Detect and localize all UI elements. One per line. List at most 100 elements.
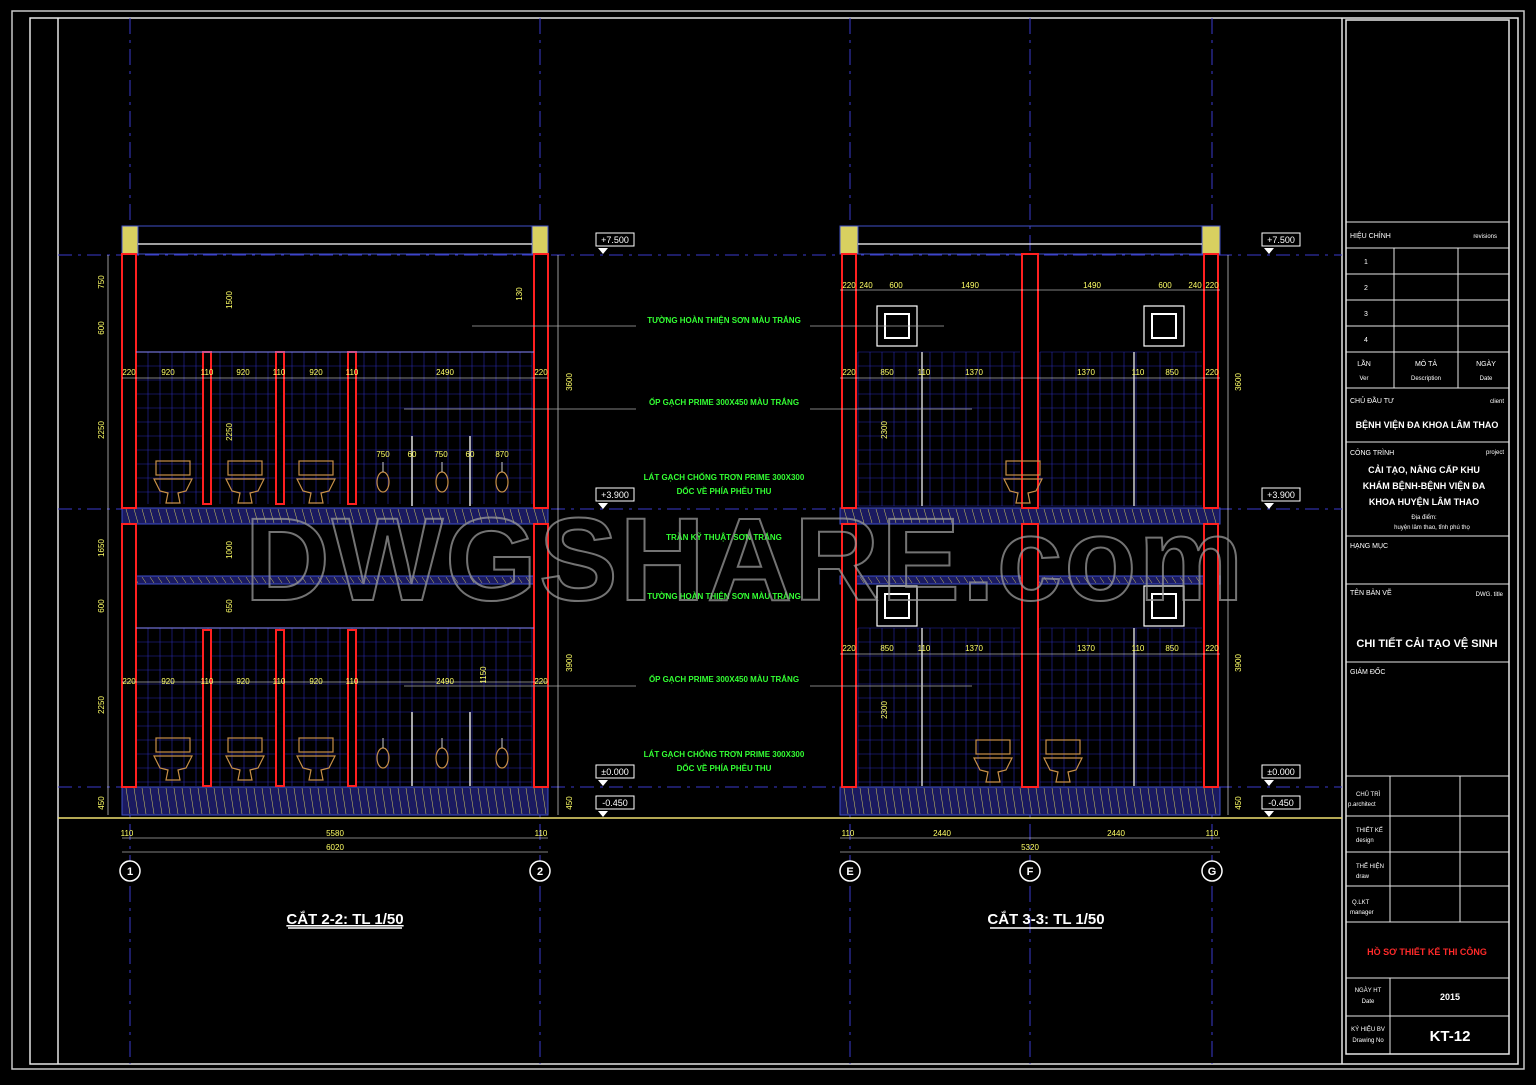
slab-hatch — [221, 508, 227, 524]
dimension-label: 600 — [1158, 281, 1172, 290]
location: huyện lâm thao, tỉnh phú thọ — [1394, 524, 1470, 531]
level-tag: +3.900 — [1267, 490, 1295, 500]
wall-column — [533, 523, 549, 788]
slab-hatch — [125, 787, 131, 815]
slab-hatch — [923, 508, 929, 524]
slab-hatch — [253, 576, 259, 584]
slab-hatch — [237, 508, 243, 524]
slab-hatch — [221, 576, 227, 584]
slab-hatch — [931, 787, 937, 815]
slab-hatch — [469, 576, 475, 584]
toilet-tank — [298, 737, 334, 753]
dimension-label: 3600 — [1234, 373, 1243, 391]
slab-hatch — [357, 576, 363, 584]
item-label: HẠNG MỤC — [1350, 543, 1388, 550]
dimension-label: 1370 — [965, 368, 983, 377]
dimension-label: 600 — [97, 599, 106, 613]
slab-hatch — [493, 787, 499, 815]
slab-hatch — [237, 787, 243, 815]
project-line-2: KHÁM BỆNH-BỆNH VIỆN ĐA — [1363, 480, 1486, 491]
slab-hatch — [883, 508, 889, 524]
dimension-label: 110 — [346, 368, 359, 377]
toilet-bowl — [973, 757, 1013, 783]
slab-hatch — [501, 787, 507, 815]
slab-hatch — [149, 787, 155, 815]
slab-hatch — [301, 576, 307, 584]
slab-hatch — [1115, 508, 1121, 524]
slab-hatch — [277, 787, 283, 815]
slab-hatch — [1003, 508, 1009, 524]
axis-label: 1 — [127, 866, 133, 878]
slab-hatch — [269, 576, 275, 584]
slab-hatch — [995, 576, 1001, 584]
slab-hatch — [181, 576, 187, 584]
wall-column — [1203, 253, 1219, 509]
slab-hatch — [525, 576, 531, 584]
wall-column — [1021, 253, 1039, 509]
slab-hatch — [173, 576, 179, 584]
dimension-label: 920 — [309, 677, 323, 686]
dwg-no-label: KÝ HIỆU BV — [1351, 1025, 1385, 1033]
dimension-label: 850 — [880, 644, 894, 653]
dimension-label: 220 — [842, 644, 856, 653]
section-2-2[interactable]: 2202209209201101109209201101109209201101… — [97, 225, 574, 853]
dimension-label: 6020 — [326, 843, 344, 852]
dimension-label: 1370 — [1077, 368, 1095, 377]
slab-hatch — [325, 508, 331, 524]
axis-bubble — [1201, 860, 1223, 882]
slab-hatch — [1019, 787, 1025, 815]
slab-hatch — [453, 576, 459, 584]
slab-hatch — [509, 576, 515, 584]
rev-2: 2 — [1364, 285, 1368, 292]
slab-hatch — [843, 787, 849, 815]
slab-hatch — [301, 508, 307, 524]
level-marker — [598, 780, 608, 786]
slab-hatch — [1171, 576, 1177, 584]
slab-hatch — [1171, 508, 1177, 524]
slab-hatch — [293, 508, 299, 524]
col-desc-en: Description — [1411, 376, 1441, 382]
slab-hatch — [979, 787, 985, 815]
ventilation-grille — [876, 585, 918, 627]
level-tag-box — [595, 487, 635, 502]
toilet-bowl — [153, 755, 193, 781]
toilet-tank — [227, 460, 263, 476]
slab-hatch — [907, 508, 913, 524]
role-3-vi: THỂ HIỆN — [1356, 862, 1384, 870]
slab-hatch — [317, 576, 323, 584]
axis-label: E — [846, 866, 853, 878]
slab-hatch — [1083, 787, 1089, 815]
ventilation-grille-inner — [884, 593, 910, 619]
slab-hatch — [413, 508, 419, 524]
slab-hatch — [285, 787, 291, 815]
dimension-label: 240 — [859, 281, 873, 290]
slab-hatch — [1131, 508, 1137, 524]
col-ver-en: Ver — [1359, 376, 1368, 382]
level-marker — [1264, 811, 1274, 817]
slab-hatch — [341, 576, 347, 584]
axis-bubble — [839, 860, 861, 882]
dimension-label: 450 — [97, 796, 106, 810]
dimension-label: 220 — [122, 677, 136, 686]
toilet-tank — [975, 739, 1011, 755]
toilet-bowl — [153, 478, 193, 504]
wall-column — [202, 629, 212, 787]
slab-hatch — [883, 787, 889, 815]
slab-hatch — [373, 576, 379, 584]
slab-hatch — [285, 508, 291, 524]
drawing-border — [29, 17, 1519, 1065]
slab-hatch — [197, 508, 203, 524]
slab-hatch — [341, 508, 347, 524]
slab-hatch — [1147, 787, 1153, 815]
dimension-label: 110 — [842, 829, 855, 838]
slab-hatch — [1035, 787, 1041, 815]
slab-hatch — [1043, 508, 1049, 524]
level-tag: +3.900 — [601, 490, 629, 500]
slab-hatch — [429, 508, 435, 524]
wall-column — [275, 629, 285, 787]
level-tag-box — [595, 764, 635, 779]
slab-hatch — [1187, 576, 1193, 584]
slab-hatch — [461, 508, 467, 524]
